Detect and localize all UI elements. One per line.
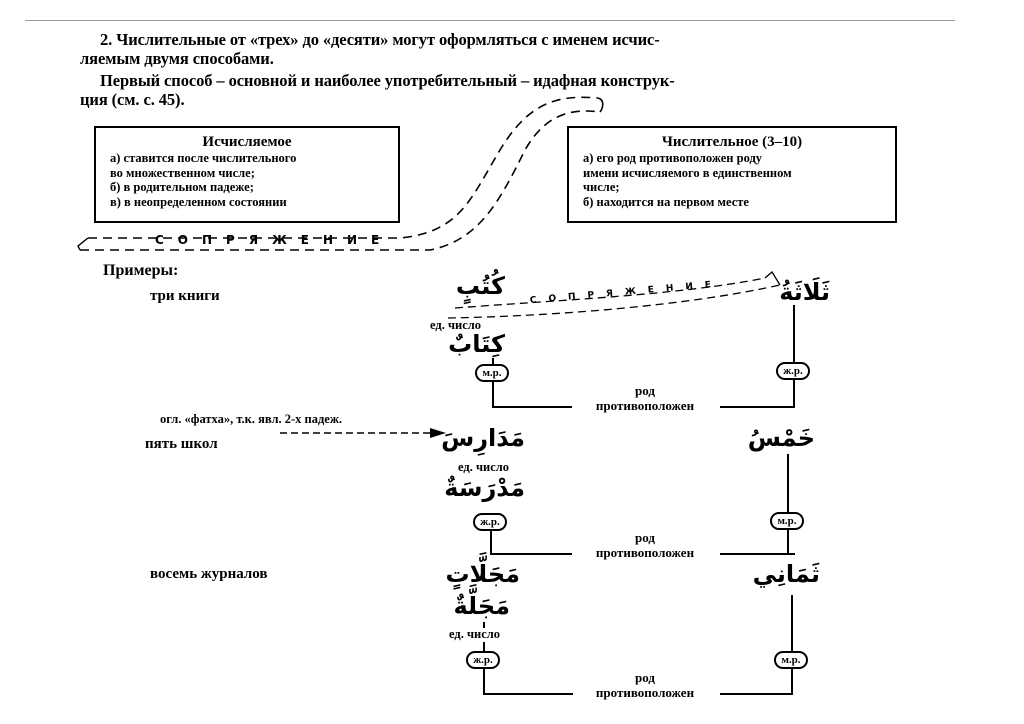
example-1-russian: три книги (150, 288, 220, 304)
numeral-rule: б) находится на первом месте (583, 194, 749, 209)
example-1-right-line-lower (793, 380, 795, 408)
example-1-numeral-gender: ж.р. (776, 362, 810, 380)
counted-noun-rule: а) ставится после числительного (110, 151, 297, 165)
example-2-counted-gender: ж.р. (473, 513, 507, 531)
sopryazhenie-curve-tip (597, 97, 604, 113)
sopryazhenie-label: СОПРЯЖЕНИЕ (155, 233, 394, 247)
counted-noun-rule: во множественном числе; (110, 165, 255, 180)
counted-noun-rule: б) в родительном падеже; (110, 180, 254, 194)
fatha-arrow-head (430, 428, 446, 438)
example-2-relation-top: род (635, 530, 655, 545)
example-1-counted-gender: м.р. (475, 364, 509, 382)
example-2-left-line (490, 530, 492, 555)
example-3-relation-top: род (635, 670, 655, 685)
example-1-relation-top: род (635, 383, 655, 398)
example-3-stem (483, 622, 485, 628)
numeral-rule: а) его род противоположен роду (583, 151, 763, 165)
example1-connector-upper (454, 277, 766, 309)
example-2-counted-plural: مَدَارِسَ (441, 424, 525, 452)
example-1-right-line (793, 305, 795, 363)
numeral-rule: числе; (583, 180, 620, 194)
example-2-numeral-gender: м.р. (770, 512, 804, 530)
example-3-numeral: ثَمَانِي (752, 560, 820, 588)
arrow-left-tip (77, 237, 89, 251)
example-2-russian: пять школ (145, 436, 218, 452)
examples-heading: Примеры: (103, 262, 179, 279)
example-2-numeral: خَمْسُ (747, 424, 815, 452)
example-3-bottom-left (483, 693, 573, 695)
intro-line-2-cont: ция (см. с. 45). (80, 90, 185, 109)
example-1-left-line (492, 382, 494, 408)
example-2-counted-singular: مَدْرَسَةٌ (444, 474, 525, 502)
example-1-counted-plural: كُتُبٍ (455, 272, 505, 300)
sopryazhenie-curve-outer (88, 96, 599, 239)
example-3-singular-label: ед. число (449, 627, 501, 641)
example-2-note: огл. «фатха», т.к. явл. 2-х падеж. (160, 412, 343, 426)
example-3-relation-bottom: противоположен (595, 685, 695, 700)
example-1-relation-bottom: противоположен (595, 398, 695, 413)
numeral-rule: имени исчисляемого в единственном (583, 165, 792, 180)
numeral-title: Числительное (3–10) (661, 134, 803, 150)
example-2-relation-bottom: противоположен (595, 545, 695, 560)
example-3-left-line (483, 668, 485, 695)
sopryazhenie-curve-inner (80, 110, 601, 251)
example-3-right-line-lower (791, 668, 793, 695)
example-3-counted-plural: مَجَلَّاتٍ (445, 560, 521, 588)
numeral-box: Числительное (3–10) а) его род противопо… (567, 126, 897, 223)
example-2-right-line (787, 454, 789, 514)
counted-noun-rule: в) в неопределенном состоянии (110, 194, 287, 209)
example-2-right-line-lower (787, 529, 789, 555)
intro-line-1: 2. Числительные от «трех» до «десяти» мо… (100, 30, 660, 49)
example-1-bottom-right (720, 406, 795, 408)
counted-noun-title: Исчисляемое (202, 134, 292, 150)
intro-line-1-cont: ляемым двумя способами. (80, 49, 274, 68)
example-3-russian: восемь журналов (150, 566, 268, 582)
example-3-counted-singular: مَجَلَّةٌ (453, 592, 510, 620)
example-1-numeral: ثَلَاثَةُ (779, 278, 830, 306)
example-1-left-stem (492, 358, 494, 366)
example1-connector-peak (764, 271, 781, 286)
example-1-counted-singular: كِتَابٌ (448, 330, 505, 358)
example-3-numeral-gender: м.р. (774, 651, 808, 669)
example-1-singular-label: ед. число (430, 318, 482, 332)
example-2-bottom-left (490, 553, 572, 555)
example-1-bottom-left (492, 406, 572, 408)
example-3-bottom-right (720, 693, 793, 695)
top-rule (25, 20, 955, 21)
example-2-bottom-right (720, 553, 795, 555)
example-3-right-line (791, 595, 793, 652)
example1-connector-lower (447, 284, 781, 319)
example-2-singular-label: ед. число (458, 460, 510, 474)
intro-line-2: Первый способ – основной и наиболее упот… (100, 71, 675, 90)
example-3-counted-gender: ж.р. (466, 651, 500, 669)
example-3-stem-2 (483, 642, 485, 652)
counted-noun-box: Исчисляемое а) ставится после числительн… (94, 126, 400, 223)
